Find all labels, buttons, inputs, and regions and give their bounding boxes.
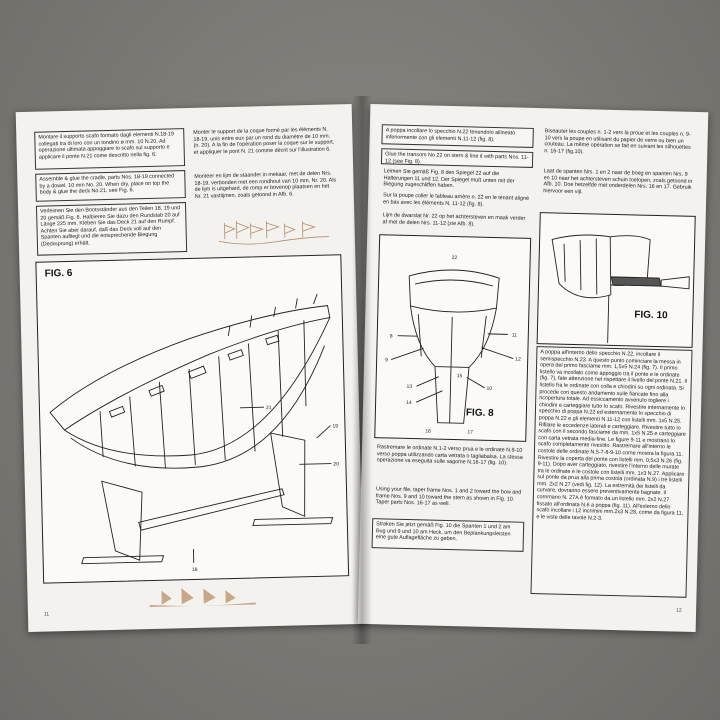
taper-frames-drawing xyxy=(551,234,690,343)
instruction-german-taper: Straken Sie jetzt gemäß Fig. 10 die Span… xyxy=(371,518,525,552)
part-label-20: 20 xyxy=(333,461,339,467)
instruction-italian-taper: Rastremare le ordinate N.1-2 verso prua … xyxy=(376,444,523,467)
instruction-english-transom: Glue the transom No 22 on stern & line i… xyxy=(380,148,534,168)
part-label-18: 18 xyxy=(192,567,198,573)
page-number-right: 12 xyxy=(676,607,682,614)
fig8-part-10: 10 xyxy=(486,386,492,392)
instruction-dutch-taper: Laat de spanten Nrs. 1 en 2 naar de boeg… xyxy=(543,168,693,195)
figure-6-panel: FIG. 6 xyxy=(35,254,350,584)
instruction-dutch-transom: Lijm de dwarslat Nr. 22 op het achterste… xyxy=(382,212,526,228)
hull-cradle-drawing: 21 19 20 18 xyxy=(49,293,339,573)
right-page: A poppa incollare lo specchio N.22 tenen… xyxy=(357,103,709,633)
fig8-part-15: 15 xyxy=(457,373,463,379)
left-page: Montare il supporto scafo formato dagli … xyxy=(15,103,365,633)
part-label-21: 21 xyxy=(266,405,272,411)
instruction-italian-planking: A poppa all'interno dello specchio N.22,… xyxy=(530,346,693,598)
instruction-italian: Montare il supporto scafo formato dagli … xyxy=(34,128,186,170)
instruction-english-taper: Using your file, taper frame Nos. 1 and … xyxy=(375,486,522,508)
transom-drawing: 22 11 12 8 9 10 13 14 15 16 17 xyxy=(385,255,521,436)
footer-ship-silhouette xyxy=(149,588,256,608)
fig8-part-22: 22 xyxy=(452,255,458,261)
instruction-english: Assemble & glue the cradle, parts Nos. 1… xyxy=(35,170,186,202)
fig8-part-12: 12 xyxy=(515,357,521,363)
fig8-part-13: 13 xyxy=(406,384,412,390)
fig8-part-16: 16 xyxy=(425,428,431,434)
decorative-ship-stamp xyxy=(218,220,329,245)
instruction-dutch: Monteer en lijm de staander in mekaar, m… xyxy=(194,170,337,200)
instruction-german-transom: Leimen Sie gemäß Fig. 8 den Spiegel 22 a… xyxy=(383,168,515,190)
instruction-german: Verleimen Sie den Bootsständer aus den T… xyxy=(35,202,188,256)
fig8-part-14: 14 xyxy=(406,400,412,406)
figure-8-panel: FIG. 8 22 11 12 8 9 10 13 14 15 16 17 xyxy=(374,234,532,442)
fig8-part-8: 8 xyxy=(390,333,393,339)
fig8-part-9: 9 xyxy=(385,357,388,363)
fig8-part-11: 11 xyxy=(512,332,518,338)
instruction-french-taper: Biseauter les couples n. 1-2 vers la pro… xyxy=(544,128,691,155)
page-number-left: 11 xyxy=(43,611,50,618)
instruction-french: Monter le support de la coque formé par … xyxy=(193,126,335,156)
fig8-part-17: 17 xyxy=(467,429,473,435)
book-gutter xyxy=(352,96,372,644)
instruction-italian-transom: A poppa incollare lo specchio N.22 tenen… xyxy=(381,124,534,148)
part-label-19: 19 xyxy=(332,423,338,429)
figure-10-panel: FIG. 10 xyxy=(536,212,696,348)
